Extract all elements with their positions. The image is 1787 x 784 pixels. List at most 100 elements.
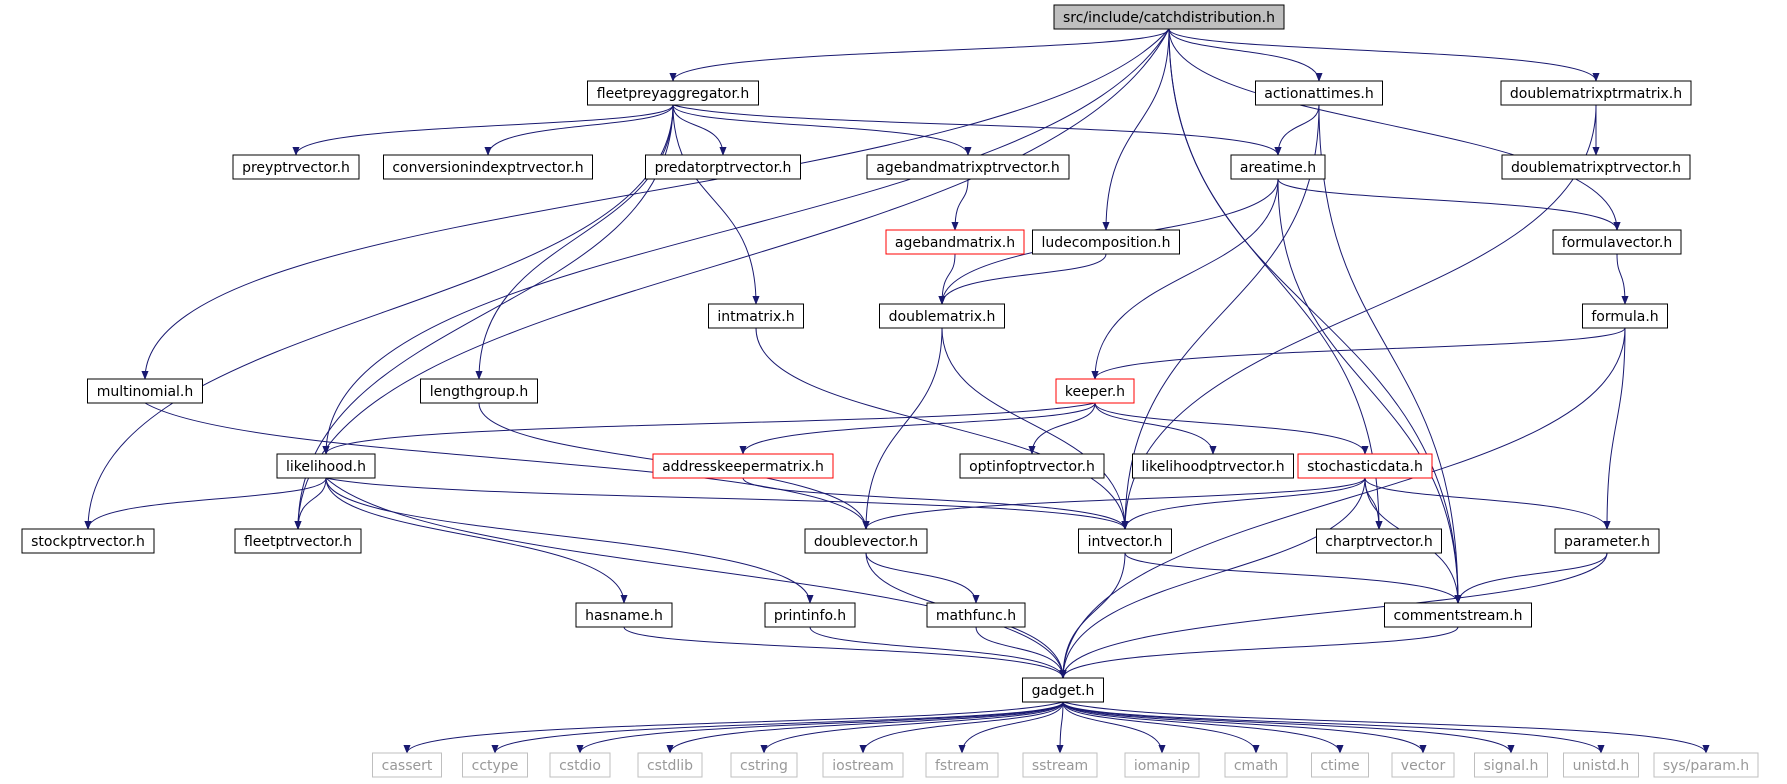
node-preyptrvector[interactable]: preyptrvector.h xyxy=(232,154,360,180)
node-label: printinfo.h xyxy=(774,608,846,624)
node-box xyxy=(1582,303,1668,329)
edge-multinomial-to-doublevector xyxy=(144,402,870,530)
edge-likelihood-to-stockptrvector xyxy=(84,477,327,530)
node-conversionindexptrvector[interactable]: conversionindexptrvector.h xyxy=(383,154,593,180)
edge-likelihood-to-printinfo xyxy=(325,477,814,604)
edge-gadget-to-cassert xyxy=(403,701,1064,754)
node-label: doublematrix.h xyxy=(889,309,996,325)
edge-root-to-likelihood xyxy=(322,28,1170,455)
edge-doublevector-to-mathfunc xyxy=(865,552,980,604)
node-cstring: cstring xyxy=(730,752,798,778)
node-box xyxy=(462,752,528,778)
edge-parameter-to-gadget xyxy=(1059,552,1608,679)
node-addresskeepermatrix[interactable]: addresskeepermatrix.h xyxy=(652,453,834,479)
node-doublematrixptrmatrix[interactable]: doublematrixptrmatrix.h xyxy=(1500,80,1692,106)
edge-gadget-to-cstdio xyxy=(576,701,1064,754)
node-label: mathfunc.h xyxy=(936,608,1016,624)
node-cctype: cctype xyxy=(462,752,528,778)
node-vector: vector xyxy=(1391,752,1455,778)
node-keeper[interactable]: keeper.h xyxy=(1055,378,1135,404)
edge-actionattimes-to-intvector xyxy=(1121,104,1320,530)
node-box xyxy=(1653,752,1759,778)
node-charptrvector[interactable]: charptrvector.h xyxy=(1316,528,1442,554)
node-label: multinomial.h xyxy=(97,384,194,400)
node-agebandmatrixptrvector[interactable]: agebandmatrixptrvector.h xyxy=(866,154,1070,180)
node-fleetptrvector[interactable]: fleetptrvector.h xyxy=(234,528,362,554)
node-label: cstring xyxy=(740,758,788,774)
node-parameter[interactable]: parameter.h xyxy=(1554,528,1660,554)
node-likelihoodptrvector[interactable]: likelihoodptrvector.h xyxy=(1132,453,1294,479)
node-box xyxy=(1554,528,1660,554)
node-box xyxy=(866,154,1070,180)
node-box xyxy=(1297,453,1433,479)
node-fleetpreyaggregator[interactable]: fleetpreyaggregator.h xyxy=(587,80,759,106)
node-label: intmatrix.h xyxy=(717,309,794,325)
edge-gadget-to-iomanip xyxy=(1062,701,1166,754)
node-actionattimes[interactable]: actionattimes.h xyxy=(1255,80,1383,106)
node-box xyxy=(587,80,759,106)
node-printinfo[interactable]: printinfo.h xyxy=(764,602,856,628)
node-formulavector[interactable]: formulavector.h xyxy=(1552,229,1682,255)
edge-root-to-fleetpreyaggregator xyxy=(669,28,1170,82)
node-cstdlib: cstdlib xyxy=(637,752,703,778)
node-mathfunc[interactable]: mathfunc.h xyxy=(926,602,1026,628)
node-lengthgroup[interactable]: lengthgroup.h xyxy=(420,378,538,404)
node-label: cassert xyxy=(382,758,433,774)
edge-agebandmatrix-to-doublematrix xyxy=(938,253,956,305)
node-cstdio: cstdio xyxy=(549,752,611,778)
node-predatorptrvector[interactable]: predatorptrvector.h xyxy=(645,154,801,180)
edge-doublematrixptrmatrix-to-intvector xyxy=(1121,104,1597,530)
node-label: stockptrvector.h xyxy=(31,534,145,550)
node-sysparam: sys/param.h xyxy=(1653,752,1759,778)
node-label: agebandmatrixptrvector.h xyxy=(876,160,1060,176)
node-label: cstdio xyxy=(559,758,601,774)
node-hasname[interactable]: hasname.h xyxy=(575,602,673,628)
node-agebandmatrix[interactable]: agebandmatrix.h xyxy=(885,229,1025,255)
node-box xyxy=(925,752,999,778)
node-label: gadget.h xyxy=(1032,683,1095,699)
edge-fleetpreyaggregator-to-preyptrvector xyxy=(292,104,674,156)
node-doublematrix[interactable]: doublematrix.h xyxy=(879,303,1005,329)
edge-actionattimes-to-commentstream xyxy=(1318,104,1462,604)
edge-commentstream-to-gadget xyxy=(1059,626,1459,679)
node-doublematrixptrvector[interactable]: doublematrixptrvector.h xyxy=(1501,154,1691,180)
node-label: sstream xyxy=(1032,758,1088,774)
node-label: doublematrixptrmatrix.h xyxy=(1510,86,1682,102)
edge-gadget-to-unistd xyxy=(1062,701,1605,754)
node-root[interactable]: src/include/catchdistribution.h xyxy=(1053,4,1285,30)
node-label: optinfoptrvector.h xyxy=(969,459,1095,475)
node-box xyxy=(1132,453,1294,479)
node-box xyxy=(822,752,904,778)
edge-areatime-to-formulavector xyxy=(1277,178,1621,231)
node-box xyxy=(730,752,798,778)
edge-intvector-to-commentstream xyxy=(1124,552,1462,604)
node-fstream: fstream xyxy=(925,752,999,778)
node-box xyxy=(1255,80,1383,106)
node-intvector[interactable]: intvector.h xyxy=(1078,528,1172,554)
node-ludecomposition[interactable]: ludecomposition.h xyxy=(1032,229,1180,255)
node-likelihood[interactable]: likelihood.h xyxy=(276,453,376,479)
node-box xyxy=(1500,80,1692,106)
node-stockptrvector[interactable]: stockptrvector.h xyxy=(21,528,155,554)
edge-gadget-to-sstream xyxy=(1056,701,1064,754)
node-intmatrix[interactable]: intmatrix.h xyxy=(708,303,804,329)
node-formula[interactable]: formula.h xyxy=(1582,303,1668,329)
node-label: doublevector.h xyxy=(814,534,918,550)
edge-gadget-to-cstring xyxy=(760,701,1064,754)
node-doublevector[interactable]: doublevector.h xyxy=(804,528,928,554)
node-gadget[interactable]: gadget.h xyxy=(1022,677,1104,703)
node-label: iomanip xyxy=(1134,758,1190,774)
node-optinfoptrvector[interactable]: optinfoptrvector.h xyxy=(959,453,1105,479)
node-areatime[interactable]: areatime.h xyxy=(1230,154,1326,180)
edge-root-to-fleetptrvector xyxy=(294,28,1170,530)
node-stochasticdata[interactable]: stochasticdata.h xyxy=(1297,453,1433,479)
edge-fleetpreyaggregator-to-stockptrvector xyxy=(84,104,674,530)
node-label: unistd.h xyxy=(1573,758,1630,774)
edge-formula-to-keeper xyxy=(1091,327,1626,380)
node-multinomial[interactable]: multinomial.h xyxy=(87,378,203,404)
node-commentstream[interactable]: commentstream.h xyxy=(1384,602,1532,628)
node-box xyxy=(804,528,928,554)
node-label: ctime xyxy=(1320,758,1359,774)
edge-doublematrix-to-doublevector xyxy=(862,327,943,530)
node-label: commentstream.h xyxy=(1394,608,1523,624)
